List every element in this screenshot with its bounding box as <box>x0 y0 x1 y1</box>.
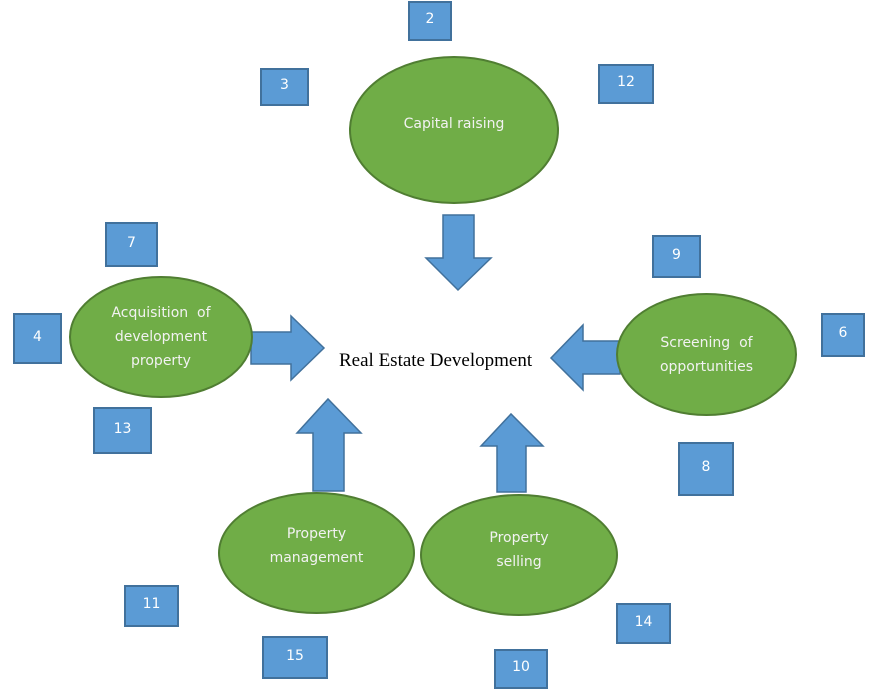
number-box: 7 <box>105 222 158 267</box>
number-box: 3 <box>260 68 309 106</box>
node-label: Screening of <box>660 334 753 351</box>
node-label: management <box>269 550 364 566</box>
number-box: 12 <box>598 64 654 104</box>
number-box: 13 <box>93 407 152 454</box>
node-acquisition: Acquisition of development property <box>69 276 253 398</box>
arrow-left-icon <box>549 323 621 392</box>
node-property-management: Property management <box>218 492 415 614</box>
node-label: opportunities <box>659 358 754 375</box>
node-label: development <box>114 329 208 345</box>
number-box: 6 <box>821 313 865 357</box>
central-topic-title: Real Estate Development <box>339 350 533 371</box>
number-box: 8 <box>678 442 734 496</box>
number-box: 15 <box>262 636 328 679</box>
node-label: selling <box>496 554 542 570</box>
number-box: 14 <box>616 603 671 644</box>
node-screening: Screening of opportunities <box>616 293 797 416</box>
arrow-up-icon <box>295 397 363 492</box>
number-box: 2 <box>408 1 452 41</box>
node-label: Property <box>286 526 347 542</box>
node-label: property <box>131 353 191 369</box>
number-box: 9 <box>652 235 701 278</box>
node-capital-raising: Capital raising <box>349 56 559 204</box>
number-box: 10 <box>494 649 548 689</box>
node-label: Property <box>489 530 549 546</box>
number-box: 4 <box>13 313 62 364</box>
arrow-right-icon <box>250 314 326 382</box>
arrow-up-icon <box>479 412 545 493</box>
node-property-selling: Property selling <box>420 494 618 616</box>
node-label: Capital raising <box>403 116 505 132</box>
arrow-down-icon <box>424 214 493 292</box>
node-label: Acquisition of <box>111 305 211 321</box>
number-box: 11 <box>124 585 179 627</box>
